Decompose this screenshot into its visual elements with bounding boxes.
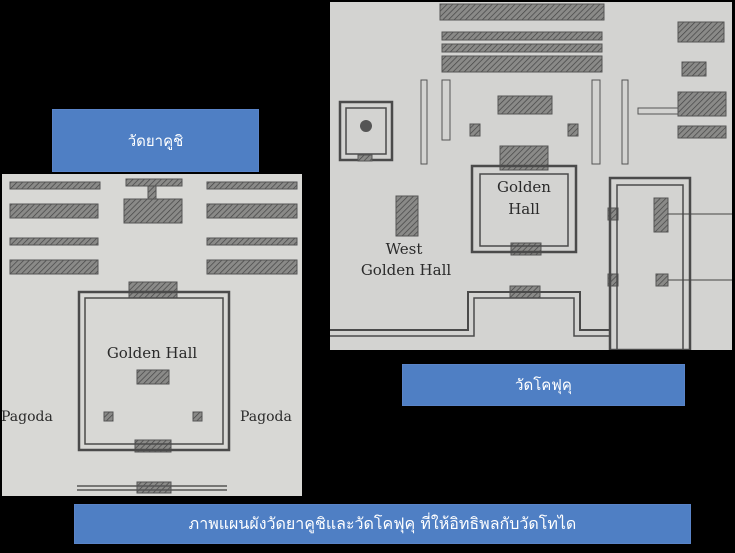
building bbox=[147, 185, 157, 200]
pagoda-east bbox=[192, 411, 203, 422]
north-gate bbox=[128, 281, 178, 299]
south-gate bbox=[136, 481, 172, 494]
yakushiji-plan: Golden Hall Pagoda Pagoda bbox=[2, 174, 302, 496]
golden-hall-label-line1: Golden bbox=[497, 178, 551, 196]
cloister bbox=[77, 290, 231, 452]
lecture-hall bbox=[123, 198, 183, 224]
west-golden-hall-label-line2: Golden Hall bbox=[361, 261, 452, 279]
pagoda-west bbox=[103, 411, 114, 422]
building bbox=[206, 203, 298, 219]
building bbox=[9, 203, 99, 219]
golden-hall-label-line2: Hall bbox=[508, 200, 540, 218]
building bbox=[9, 259, 99, 275]
pagoda-left-label: Pagoda bbox=[2, 409, 53, 425]
golden-hall-label: Golden Hall bbox=[107, 344, 198, 362]
building bbox=[206, 237, 298, 246]
yakushiji-label: วัดยาคูชิ bbox=[52, 109, 259, 172]
building bbox=[9, 181, 101, 190]
building bbox=[125, 178, 183, 187]
caption: ภาพแผนผังวัดยาคูชิและวัดโคฟุคุ ที่ให้อิท… bbox=[74, 504, 691, 544]
kofukuji-plan: Golden Hall West Golden Hall bbox=[330, 2, 732, 350]
building bbox=[206, 259, 298, 275]
west-golden-hall-label-line1: West bbox=[386, 240, 423, 258]
pagoda-right-label: Pagoda bbox=[240, 409, 292, 425]
building bbox=[9, 237, 99, 246]
building bbox=[206, 181, 298, 190]
kofukuji-label: วัดโคฟุคุ bbox=[402, 364, 685, 406]
golden-hall-building bbox=[136, 369, 170, 385]
